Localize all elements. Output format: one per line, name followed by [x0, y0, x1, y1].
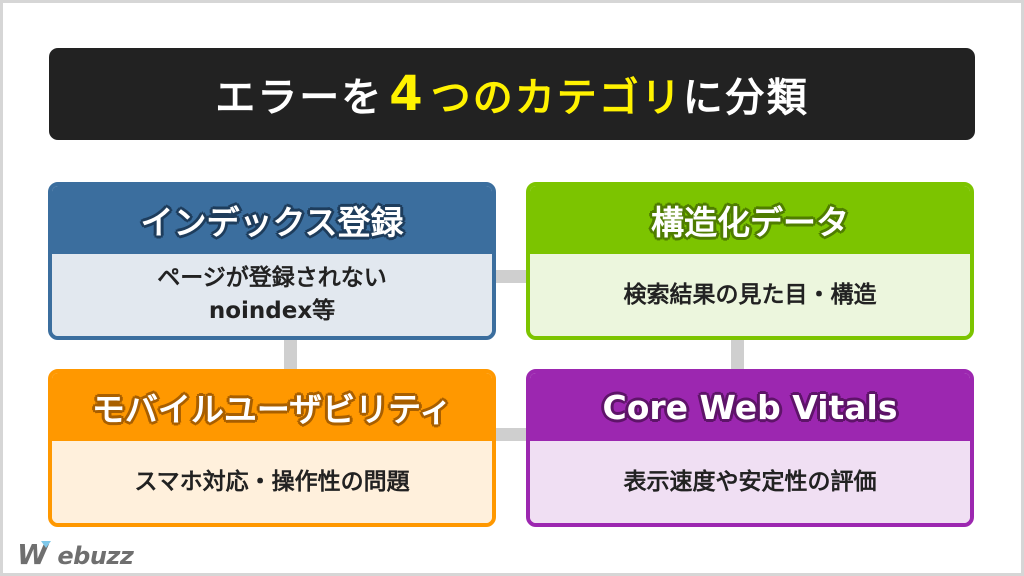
card-description-line1: 検索結果の見た目・構造 — [623, 281, 877, 308]
connector-top-horizontal — [493, 270, 533, 283]
logo-accent-icon — [41, 541, 52, 548]
card-heading: Core Web Vitals — [530, 373, 970, 441]
logo-rest: ebuzz — [57, 542, 134, 570]
card-description-line1: スマホ対応・操作性の問題 — [134, 468, 410, 495]
title-prefix: エラーを — [215, 75, 384, 121]
card-heading: インデックス登録 — [52, 186, 492, 254]
card-description-line1: 表示速度や安定性の評価 — [623, 468, 877, 495]
category-card-index: インデックス登録 ページが登録されない noindex等 — [48, 182, 496, 340]
card-body: ページが登録されない noindex等 — [52, 254, 492, 336]
category-card-mobile-usability: モバイルユーザビリティ スマホ対応・操作性の問題 — [48, 369, 496, 527]
title-banner: エラーを 4 つのカテゴリ に分類 — [49, 48, 975, 140]
connector-bottom-horizontal — [493, 428, 533, 441]
connector-right-vertical — [731, 338, 744, 374]
card-description-line1: ページが登録されない — [157, 265, 387, 291]
title-suffix: に分類 — [682, 75, 809, 121]
card-body: 検索結果の見た目・構造 — [530, 254, 970, 336]
category-card-structured-data: 構造化データ 検索結果の見た目・構造 — [526, 182, 974, 340]
title-number: 4 — [389, 66, 425, 122]
card-body: スマホ対応・操作性の問題 — [52, 441, 492, 523]
page: エラーを 4 つのカテゴリ に分類 インデックス登録 ページが登録されない no… — [3, 3, 1021, 573]
card-heading: 構造化データ — [530, 186, 970, 254]
card-description-line2: noindex等 — [208, 298, 336, 324]
category-card-core-web-vitals: Core Web Vitals 表示速度や安定性の評価 — [526, 369, 974, 527]
title-highlight: つのカテゴリ — [430, 75, 683, 121]
card-heading: モバイルユーザビリティ — [52, 373, 492, 441]
card-body: 表示速度や安定性の評価 — [530, 441, 970, 523]
connector-left-vertical — [284, 338, 297, 374]
